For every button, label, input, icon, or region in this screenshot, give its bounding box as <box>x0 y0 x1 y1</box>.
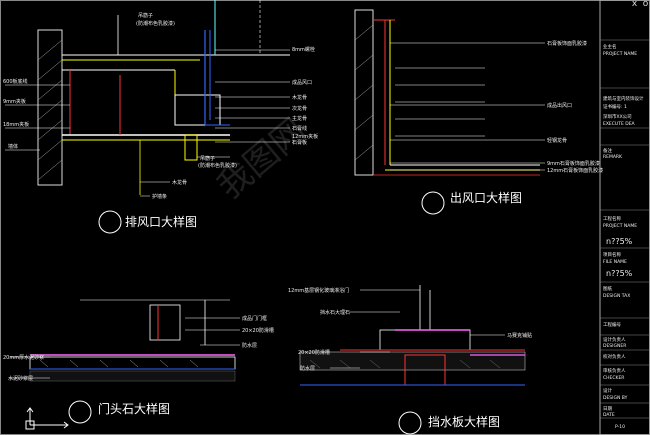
tb-remark: 备注 <box>603 147 612 154</box>
exhaust-detail <box>5 0 290 234</box>
tb-proof-lead: 校对负责人 <box>603 353 626 360</box>
close-icon[interactable]: x <box>631 0 638 9</box>
label-gypsum: 石膏板 <box>292 139 307 146</box>
threshold-detail <box>10 299 240 424</box>
tb-owner-en: PROJECT NAME <box>603 51 637 57</box>
tb-cert: 证书编号: 1 <box>603 103 627 110</box>
label-hanger: 吊筋子 <box>138 12 153 19</box>
tb-project-name-en: PROJECT NAME <box>603 223 637 229</box>
tb-project-no: 工程编号 <box>603 321 621 328</box>
label-water-stone: 挡水石大理石 <box>320 309 350 316</box>
outlet-labels: 石膏板饰面乳胶漆 成品出风口 轻钢龙骨 9mm石膏板饰面乳胶漆 12mm石膏板饰… <box>450 40 603 205</box>
label-steel-joist: 轻钢龙骨 <box>547 137 567 144</box>
label-secondary-joist: 次龙骨 <box>292 105 307 112</box>
label-9mm-gypsum: 9mm石膏板饰面乳胶漆 <box>547 160 600 167</box>
label-plaster-line: 石膏线 <box>292 125 307 132</box>
label-12mm-gypsum: 12mm石膏板饰面乳胶漆 <box>547 167 603 174</box>
tb-project-value: n??5% <box>606 237 633 246</box>
tb-design-firm: 建筑与室内装饰设计 <box>603 95 644 102</box>
tb-checker-en: CHECKER <box>603 375 624 381</box>
tb-review-lead: 审核负责人 <box>603 367 626 374</box>
label-outlet: 成品出风口 <box>547 102 572 109</box>
threshold-labels: 成品门门框 20×20防滑槽 防水层 20mm厚水泥砂浆 水泥砂浆层 门头石大样… <box>3 315 274 416</box>
outlet-detail <box>354 9 545 215</box>
tb-page-number: P-10 <box>615 424 625 430</box>
tb-project-name: 工程名称 <box>603 215 621 222</box>
label-door-frame: 成品门门框 <box>242 315 267 322</box>
restore-icon[interactable]: o <box>642 0 649 9</box>
tb-company: 深圳市XX公司 <box>603 113 632 120</box>
tb-drawing: 图纸 <box>603 285 612 292</box>
tb-date: 日期 <box>603 406 612 412</box>
title-block-text: 业主名 PROJECT NAME 建筑与室内装饰设计 证书编号: 1 深圳市XX… <box>603 43 644 430</box>
tb-design-by: DESIGN BY <box>603 395 628 401</box>
label-shower-door: 12mm基层钢化玻璃淋浴门 <box>288 287 349 294</box>
tb-file-name: 项目名称 <box>603 251 621 258</box>
threshold-title: 门头石大样图 <box>98 401 170 416</box>
outlet-title: 出风口大样图 <box>450 190 522 205</box>
label-moisture-paint-2: (防潮布色乳胶漆) <box>198 162 237 169</box>
ucs-icon <box>25 407 69 430</box>
label-mortar-layer: 水泥砂浆层 <box>8 375 33 382</box>
label-guard: 护墙条 <box>152 193 167 200</box>
water-bar-detail <box>299 285 526 435</box>
label-groove-2: 20×20防滑槽 <box>298 349 330 356</box>
exhaust-labels: 吊筋子 (防潮布色乳胶漆) 8mm螺栓 600板底线 9mm夹板 18mm夹板 … <box>3 12 318 229</box>
tb-file-name-en: FILE NAME <box>603 259 627 265</box>
tb-design: 设计 <box>603 387 612 394</box>
label-waterproof: 防水层 <box>242 342 257 349</box>
label-gypsum-paint: 石膏板饰面乳胶漆 <box>547 40 587 47</box>
label-vent: 成品风口 <box>292 79 312 86</box>
exhaust-title: 排风口大样图 <box>125 214 197 229</box>
label-mosaic: 马赛克铺贴 <box>507 332 532 339</box>
water-bar-title: 挡水板大样图 <box>428 414 500 429</box>
tb-remark-en: REMARK <box>603 154 623 160</box>
title-block <box>599 0 650 435</box>
tb-company-en: EXECUTE DEA <box>603 121 636 127</box>
label-baseboard: 600板底线 <box>3 78 28 85</box>
label-12mm-board: 12mm夹板 <box>292 133 318 140</box>
label-main-joist: 主龙骨 <box>292 115 307 122</box>
label-moisture-paint: (防潮布色乳胶漆) <box>136 20 175 27</box>
tb-design-lead: 设计负责人 <box>603 336 626 343</box>
tb-file-value: n??5% <box>606 269 633 278</box>
label-18mm-board: 18mm夹板 <box>3 121 29 128</box>
tb-date-en: DATE <box>603 412 615 418</box>
label-mortar: 20mm厚水泥砂浆 <box>3 354 44 361</box>
tb-designer-en: DESIGNER <box>603 343 626 349</box>
window-controls: x o <box>618 0 650 12</box>
tb-drawing-en: DESIGN TAX <box>603 293 630 299</box>
label-9mm-board: 9mm夹板 <box>3 98 26 105</box>
label-wood-joist: 木龙骨 <box>292 94 307 101</box>
label-hanger-2: 吊筋子 <box>200 155 215 162</box>
tb-owner: 业主名 <box>603 43 617 50</box>
water-bar-labels: 12mm基层钢化玻璃淋浴门 挡水石大理石 20×20防滑槽 防水层 马赛克铺贴 … <box>288 287 532 429</box>
label-groove: 20×20防滑槽 <box>242 327 274 334</box>
label-wall: 墙体 <box>8 143 18 150</box>
label-bolt: 8mm螺栓 <box>292 46 315 53</box>
label-waterproof-2: 防水层 <box>300 365 315 372</box>
label-wood-joist-2: 木龙骨 <box>172 179 187 186</box>
